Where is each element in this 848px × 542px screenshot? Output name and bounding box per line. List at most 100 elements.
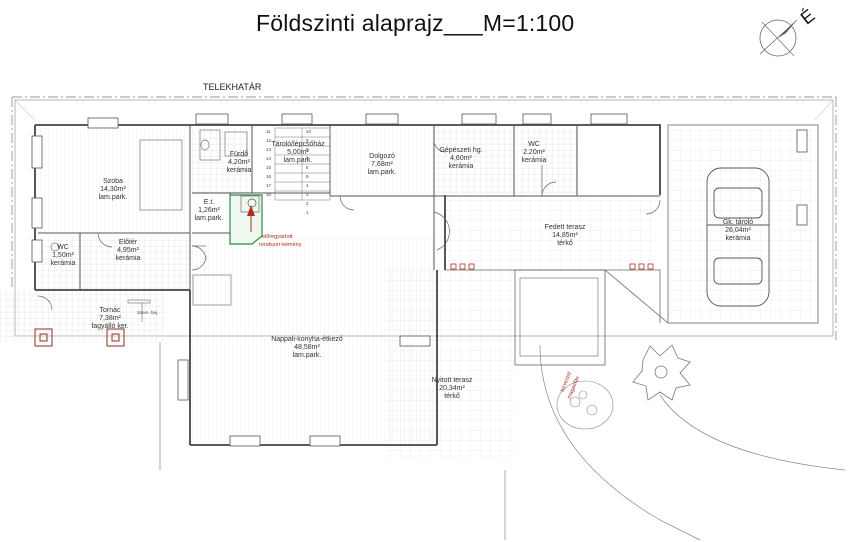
room-name: Nappali-konyha-étkező <box>271 336 343 343</box>
room-name: Gk. tároló <box>723 219 753 226</box>
room-area: 7,38m² <box>99 315 121 322</box>
room-name: Fedett terasz <box>545 224 586 231</box>
stair-step-number: 14 <box>266 156 272 161</box>
room-name: Tornác <box>99 307 121 314</box>
room-floor: lam.park. <box>99 194 128 201</box>
terrace-pillars <box>450 263 654 270</box>
stair-step-number: 11 <box>266 129 271 134</box>
stair-step-number: 12 <box>266 138 272 143</box>
shrub-icon <box>556 380 614 430</box>
porch-floor <box>0 290 165 342</box>
plan-title: Földszinti alaprajz___M=1:100 <box>256 10 575 36</box>
bench-label: Szem. bej. <box>137 310 158 315</box>
room-floor: kerámia <box>726 235 751 242</box>
room-name: Szoba <box>103 178 123 185</box>
room-floor: térkő <box>557 240 573 247</box>
room-floor: fagyálló ker. <box>91 323 128 330</box>
garden-boundary <box>159 342 846 541</box>
stair-step-number: 15 <box>266 165 272 170</box>
north-label: É <box>797 5 819 28</box>
staircase <box>274 127 331 201</box>
room-area: 2,20m² <box>523 149 545 156</box>
room-floor: lam.park. <box>293 352 322 359</box>
room-floor: kerámia <box>51 260 76 267</box>
stair-step-number: 17 <box>266 183 272 188</box>
bench-icon <box>127 299 151 322</box>
room-area: 48,58m² <box>294 344 320 351</box>
porch-pillars <box>34 328 125 347</box>
room-name: WC <box>528 141 540 148</box>
stair-step-number: 10 <box>306 129 312 134</box>
room-floor: kerámia <box>449 163 474 170</box>
stair-step-number: 1 <box>306 210 309 215</box>
stair-step-number: 3 <box>306 192 309 197</box>
room-floor: lam.park. <box>195 215 224 222</box>
room-name: Fürdő <box>230 151 248 158</box>
room-area: 14,85m² <box>552 232 578 239</box>
doors <box>37 139 661 311</box>
stair-numbers-right: 10 9 8 7 6 5 4 3 2 1 <box>306 129 312 215</box>
stair-step-number: 4 <box>306 183 309 188</box>
stair-step-number: 7 <box>306 156 309 161</box>
room-area: 4,20m² <box>228 159 250 166</box>
room-floor: kerámia <box>522 157 547 164</box>
property-line-label: TELEKHATÁR <box>203 82 262 92</box>
room-name: Gépészeti hg. <box>439 147 482 154</box>
room-area: 7,68m² <box>371 161 393 168</box>
room-floor: kerámia <box>116 255 141 262</box>
room-area: 26,04m² <box>725 227 751 234</box>
north-arrow-icon: É <box>759 5 819 57</box>
room-name: Tároló/lépcsőház <box>271 141 325 148</box>
room-name: Előtér <box>119 239 138 246</box>
room-name: E.t. <box>204 199 215 206</box>
stair-step-number: 8 <box>306 147 309 152</box>
stair-step-number: 9 <box>306 138 309 143</box>
room-floor: kerámia <box>227 167 252 174</box>
chimney-icon <box>229 194 263 245</box>
chimney-label-2: rendszer-kémény <box>259 242 302 248</box>
bathroom-fixtures <box>50 129 248 306</box>
room-area: 20,34m² <box>439 385 465 392</box>
stair-step-number: 6 <box>306 165 309 170</box>
room-area: 1,26m² <box>198 207 220 214</box>
room-floor: lam.park. <box>368 169 397 176</box>
garage-floor <box>670 125 815 320</box>
room-name: WC <box>57 244 69 251</box>
stair-step-number: 16 <box>266 174 272 179</box>
room-floor: térkő <box>444 393 460 400</box>
room-name: Dolgozó <box>369 153 395 160</box>
room-area: 4,95m² <box>117 247 139 254</box>
room-name: Nyitott terasz <box>432 377 473 384</box>
tree-icon <box>632 344 691 401</box>
stair-step-number: 13 <box>266 147 272 152</box>
stair-numbers-left: 11 12 13 14 15 16 17 18 <box>266 129 272 197</box>
car-icon <box>706 167 770 307</box>
room-area: 1,50m² <box>52 252 74 259</box>
room-area: 14,30m² <box>100 186 126 193</box>
stair-step-number: 2 <box>306 201 309 206</box>
covered-terrace-paving <box>445 195 655 270</box>
chimney-label-1: előregyártott <box>262 234 293 240</box>
windows <box>31 113 808 447</box>
room-area: 5,00m² <box>287 149 309 156</box>
room-area: 4,60m² <box>450 155 472 162</box>
room-floor: lam.park. <box>284 157 313 164</box>
stair-step-number: 18 <box>266 192 272 197</box>
stair-step-number: 5 <box>306 174 309 179</box>
